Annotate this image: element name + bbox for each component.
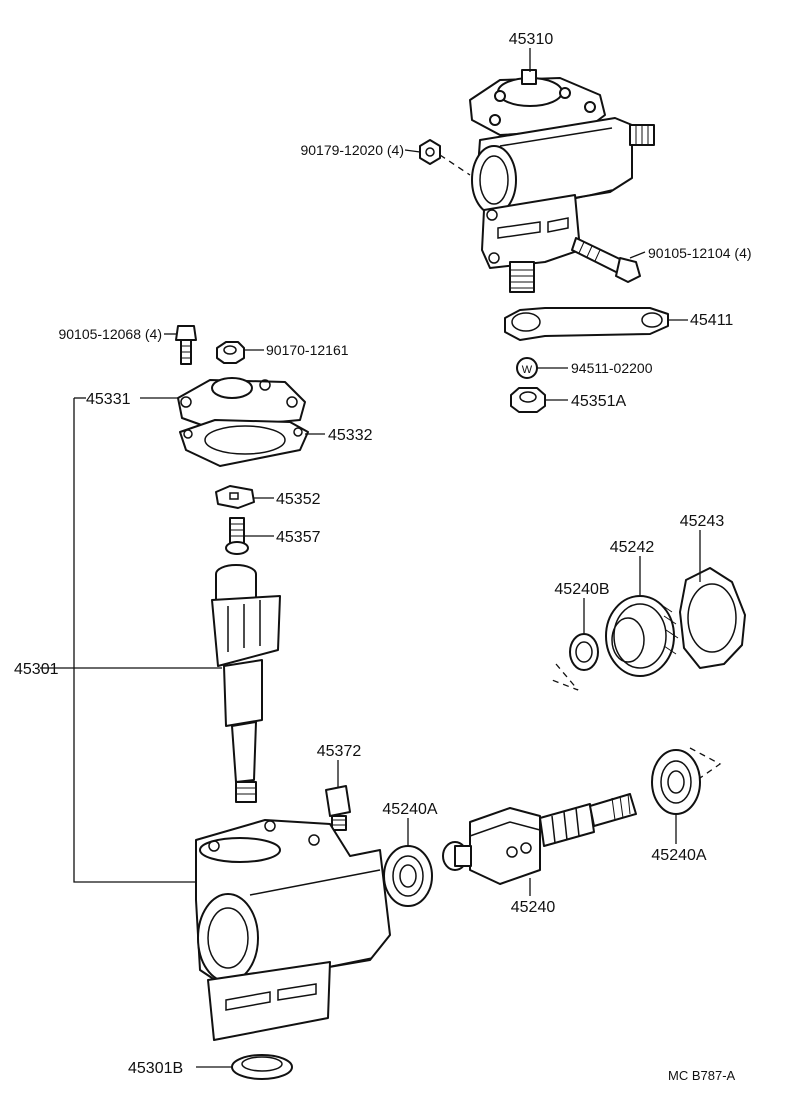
part-labels: 45310 90179-12020 (4) 90105-12104 (4) 45… bbox=[14, 31, 752, 1083]
label-45240A-right: 45240A bbox=[651, 847, 706, 864]
gasket-45332 bbox=[179, 419, 309, 467]
pitman-arm-45411 bbox=[504, 307, 669, 341]
label-90179-12020: 90179-12020 (4) bbox=[300, 142, 404, 158]
label-45243: 45243 bbox=[680, 513, 725, 530]
worm-shaft-45240 bbox=[442, 793, 637, 885]
adjusting-washer-45352 bbox=[215, 485, 255, 509]
label-45411: 45411 bbox=[690, 312, 733, 329]
label-45310: 45310 bbox=[509, 31, 554, 48]
bearing-45240A-left bbox=[383, 845, 433, 907]
adjusting-screw-45242 bbox=[605, 595, 679, 677]
label-45240: 45240 bbox=[511, 899, 556, 916]
bolt-90105-12068 bbox=[175, 325, 197, 365]
label-45240A-left: 45240A bbox=[382, 801, 437, 818]
label-45301: 45301 bbox=[14, 661, 59, 678]
oil-seal-45301B bbox=[231, 1054, 293, 1080]
lock-washer-94511-02200: W bbox=[516, 357, 538, 379]
sector-shaft bbox=[211, 564, 281, 803]
bearing-45240A-right bbox=[651, 747, 722, 815]
label-45240B: 45240B bbox=[554, 581, 609, 598]
label-90170-12161: 90170-12161 bbox=[266, 342, 349, 358]
leader-lines bbox=[40, 48, 701, 1068]
nut-45351A bbox=[510, 387, 546, 413]
label-45352: 45352 bbox=[276, 491, 321, 508]
label-45332: 45332 bbox=[328, 427, 373, 444]
label-45351A: 45351A bbox=[571, 393, 626, 410]
label-90105-12104: 90105-12104 (4) bbox=[648, 245, 752, 261]
label-94511-02200: 94511-02200 bbox=[571, 360, 653, 376]
label-45372: 45372 bbox=[317, 743, 362, 760]
label-45331: 45331 bbox=[86, 391, 131, 408]
lock-nut-45243 bbox=[679, 567, 746, 669]
bolt-90105-12104 bbox=[571, 237, 641, 283]
label-45357: 45357 bbox=[276, 529, 321, 546]
washer-mark: W bbox=[522, 364, 533, 376]
drawing-code: MC B787-A bbox=[668, 1068, 736, 1083]
label-45301B: 45301B bbox=[128, 1060, 183, 1077]
nut-90170-12161 bbox=[216, 341, 245, 364]
label-90105-12068: 90105-12068 (4) bbox=[58, 326, 162, 342]
side-cover-45331 bbox=[177, 377, 306, 429]
plug-45372 bbox=[325, 785, 351, 831]
nut-90179-12020 bbox=[419, 139, 441, 165]
gear-housing-assembly-45310 bbox=[439, 69, 655, 293]
label-45242: 45242 bbox=[610, 539, 655, 556]
oil-seal-45240B bbox=[551, 633, 599, 691]
adjusting-screw-45357 bbox=[225, 517, 249, 555]
gear-housing-45301 bbox=[195, 819, 391, 1041]
